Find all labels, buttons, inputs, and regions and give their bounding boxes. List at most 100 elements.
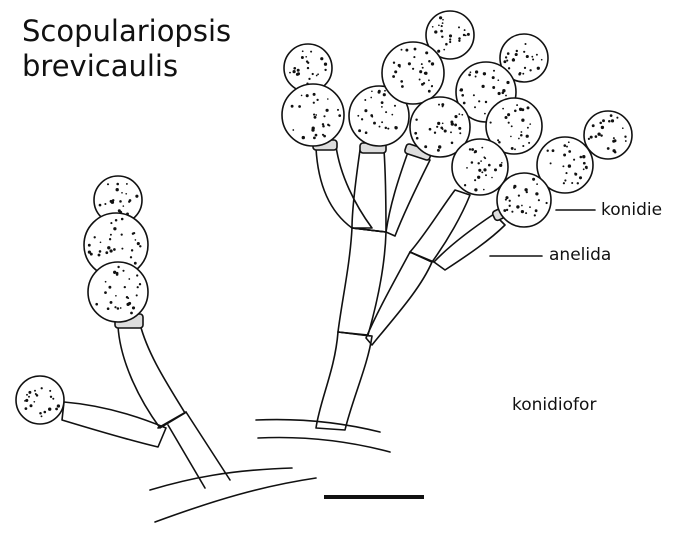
conidium-stipple <box>113 248 116 251</box>
conidium-stipple <box>526 135 529 138</box>
conidium-stipple <box>434 132 436 134</box>
conidium-stipple <box>384 90 386 92</box>
right-stalk-base <box>316 332 372 430</box>
conidium-stipple <box>612 140 615 143</box>
conidium-stipple <box>449 34 452 37</box>
conidium-stipple <box>438 104 440 106</box>
conidium-stipple <box>401 49 403 51</box>
conidium-stipple <box>117 266 119 268</box>
conidium-stipple <box>437 122 440 125</box>
conidium-stipple <box>467 33 470 36</box>
conidium-stipple <box>444 129 447 132</box>
conidium-stipple <box>478 100 480 102</box>
conidium-stipple <box>510 136 512 138</box>
right-annellide-5 <box>434 214 505 270</box>
conidium-stipple <box>541 59 543 61</box>
conidium-stipple <box>485 101 487 103</box>
conidium-stipple <box>428 79 430 81</box>
conidium-stipple <box>44 411 47 414</box>
conidium-stipple <box>565 172 567 174</box>
conidium-stipple <box>361 118 363 120</box>
conidium-stipple <box>514 110 517 113</box>
conidium-stipple <box>552 149 555 152</box>
conidium-stipple <box>471 148 474 151</box>
conidium-stipple <box>492 76 495 79</box>
conidium-stipple <box>477 176 480 179</box>
conidium-stipple <box>413 56 415 58</box>
left-substrate-hypha-lower <box>155 478 316 522</box>
conidium-stipple <box>501 162 503 164</box>
conidium-stipple <box>399 66 401 68</box>
conidium-stipple <box>104 203 106 205</box>
conidium-stipple <box>529 123 531 125</box>
conidium-stipple <box>484 113 486 115</box>
conidium-stipple <box>425 51 428 54</box>
conidium-stipple <box>49 390 51 392</box>
conidium-stipple <box>438 145 441 148</box>
conidium-stipple <box>502 108 504 110</box>
conidium-stipple <box>475 76 477 78</box>
conidium-stipple <box>478 169 481 172</box>
conidium-stipple <box>421 83 424 86</box>
conidium-stipple <box>485 174 487 176</box>
conidium-stipple <box>107 183 109 185</box>
conidium-stipple <box>381 121 383 123</box>
conidium-stipple <box>518 194 520 196</box>
conidium-stipple <box>535 209 538 212</box>
conidium-stipple <box>525 212 527 214</box>
conidium-stipple <box>511 147 514 150</box>
conidium-stipple <box>547 150 549 152</box>
conidium-stipple <box>120 307 122 309</box>
conidium-stipple <box>415 118 417 120</box>
conidium-stipple <box>595 135 598 138</box>
conidium-stipple <box>464 29 466 31</box>
conidium-stipple <box>484 157 486 159</box>
conidium-stipple <box>121 218 124 221</box>
left-septum <box>158 412 186 428</box>
conidium-stipple <box>298 105 301 108</box>
conidium-stipple <box>437 50 440 53</box>
conidium-stipple <box>387 128 389 130</box>
conidium-stipple <box>41 415 43 417</box>
conidium-stipple <box>328 125 330 127</box>
conidium <box>452 139 508 195</box>
conidium-stipple <box>34 390 36 392</box>
conidium-stipple <box>483 72 486 75</box>
conidium-stipple <box>313 137 316 140</box>
conidium-stipple <box>475 70 478 73</box>
conidium-stipple <box>428 90 431 93</box>
conidium-stipple <box>95 303 98 306</box>
conidium-stipple <box>314 116 317 119</box>
conidium-stipple <box>416 137 419 140</box>
conidium-stipple <box>524 67 526 69</box>
conidium-stipple <box>122 270 124 272</box>
conidium-stipple <box>383 93 386 96</box>
conidium-stipple <box>323 115 325 117</box>
conidium-stipple <box>117 307 120 310</box>
conidium-stipple <box>26 394 28 396</box>
conidium-stipple <box>422 67 424 69</box>
conidium-stipple <box>580 156 583 159</box>
conidium-stipple <box>405 49 408 52</box>
conidium-stipple <box>391 114 393 116</box>
conidium-stipple <box>365 131 368 134</box>
conidium-stipple <box>529 206 531 208</box>
conidium-stipple <box>104 291 107 294</box>
conidium-stipple <box>622 127 624 129</box>
conidium-stipple <box>497 139 499 141</box>
conidium-stipple <box>532 58 534 60</box>
conidium-stipple <box>99 204 102 207</box>
conidium-stipple <box>505 196 508 199</box>
conidium-stipple <box>136 294 138 296</box>
conidium-stipple <box>527 127 529 129</box>
conidium-stipple <box>516 104 518 106</box>
conidium-stipple <box>291 105 294 108</box>
conidium-stipple <box>135 195 138 198</box>
conidium-stipple <box>509 200 511 202</box>
conidium-stipple <box>563 144 566 147</box>
conidium-stipple <box>508 67 510 69</box>
conidium-stipple <box>128 278 130 280</box>
conidium-stipple <box>590 136 593 139</box>
left-side-annellide <box>62 402 166 447</box>
conidium-stipple <box>306 94 309 97</box>
